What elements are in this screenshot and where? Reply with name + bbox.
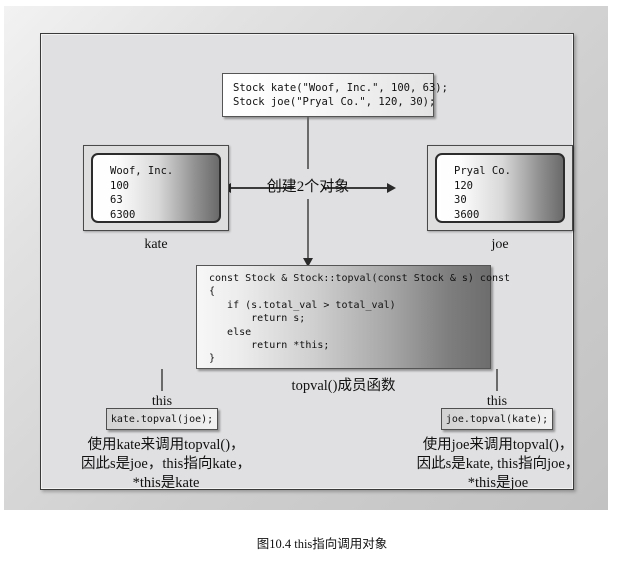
function-line-7: } xyxy=(209,353,216,365)
connector-function-to-left-this xyxy=(161,369,163,391)
function-line-1: const Stock & Stock::topval(const Stock … xyxy=(209,273,511,284)
topval-function-code-box: const Stock & Stock::topval(const Stock … xyxy=(196,265,510,369)
figure-caption: 图10.4 this指向调用对象 xyxy=(256,537,388,551)
function-line-5: else xyxy=(209,326,252,338)
declaration-line-1: Stock kate("Woof, Inc.", 100, 63); xyxy=(233,82,448,94)
joe-share-val: 30 xyxy=(454,194,467,206)
kate-share-val: 63 xyxy=(110,194,123,206)
left-explanation: 使用kate来调用topval()， 因此s是joe，this指向kate， *… xyxy=(61,436,271,493)
kate-object-caption: kate xyxy=(144,237,168,252)
function-line-2: { xyxy=(209,286,216,298)
right-explanation-line-1: 使用joe来调用topval()， xyxy=(422,437,574,453)
joe-call-code-box: joe.topval(kate); xyxy=(441,408,553,430)
kate-object-fields: Woof, Inc. 100 63 6300 xyxy=(91,153,221,223)
joe-object-fields: Pryal Co. 120 30 3600 xyxy=(435,153,565,223)
right-this-label: this xyxy=(486,394,508,409)
topval-function-label: topval()成员函数 xyxy=(291,378,396,394)
joe-shares: 120 xyxy=(454,179,473,192)
right-explanation-line-3: *this是joe xyxy=(467,475,529,491)
joe-object-box: Pryal Co. 120 30 3600 xyxy=(427,145,573,231)
joe-object-caption: joe xyxy=(491,237,509,252)
diagram-panel: Stock kate("Woof, Inc.", 100, 63); Stock… xyxy=(40,33,579,493)
right-explanation-line-2: 因此s是kate, this指向joe， xyxy=(416,456,580,472)
kate-call-code-box: kate.topval(joe); xyxy=(106,408,218,430)
kate-object-box: Woof, Inc. 100 63 6300 xyxy=(83,145,229,231)
kate-total-val: 6300 xyxy=(110,208,136,221)
connector-center-to-function xyxy=(307,199,309,261)
left-explanation-line-2: 因此s是joe，this指向kate， xyxy=(81,456,251,472)
kate-shares: 100 xyxy=(110,179,129,192)
connector-center-to-kate xyxy=(230,187,294,189)
joe-call-code-text: joe.topval(kate); xyxy=(445,413,549,425)
function-line-6: return *this; xyxy=(209,340,330,352)
right-explanation: 使用joe来调用topval()， 因此s是kate, this指向joe， *… xyxy=(393,436,603,493)
connector-function-to-right-this xyxy=(496,369,498,391)
create-objects-label: 创建2个对象 xyxy=(266,179,350,195)
left-explanation-line-1: 使用kate来调用topval()， xyxy=(87,437,245,453)
declaration-line-2: Stock joe("Pryal Co.", 120, 30); xyxy=(233,96,436,108)
arrow-right-icon xyxy=(387,183,396,193)
joe-total-val: 3600 xyxy=(454,208,480,221)
left-this-label: this xyxy=(151,394,173,409)
kate-company-name: Woof, Inc. xyxy=(110,165,174,177)
joe-company-name: Pryal Co. xyxy=(454,165,511,177)
left-explanation-line-3: *this是kate xyxy=(132,475,200,491)
function-line-3: if (s.total_val > total_val) xyxy=(209,299,396,311)
kate-call-code-text: kate.topval(joe); xyxy=(110,413,214,425)
connector-top-to-center xyxy=(307,117,309,169)
connector-center-to-joe xyxy=(323,187,387,189)
declaration-code-box: Stock kate("Woof, Inc.", 100, 63); Stock… xyxy=(222,73,448,117)
function-line-4: return s; xyxy=(209,313,306,325)
arrow-down-icon xyxy=(303,258,313,267)
